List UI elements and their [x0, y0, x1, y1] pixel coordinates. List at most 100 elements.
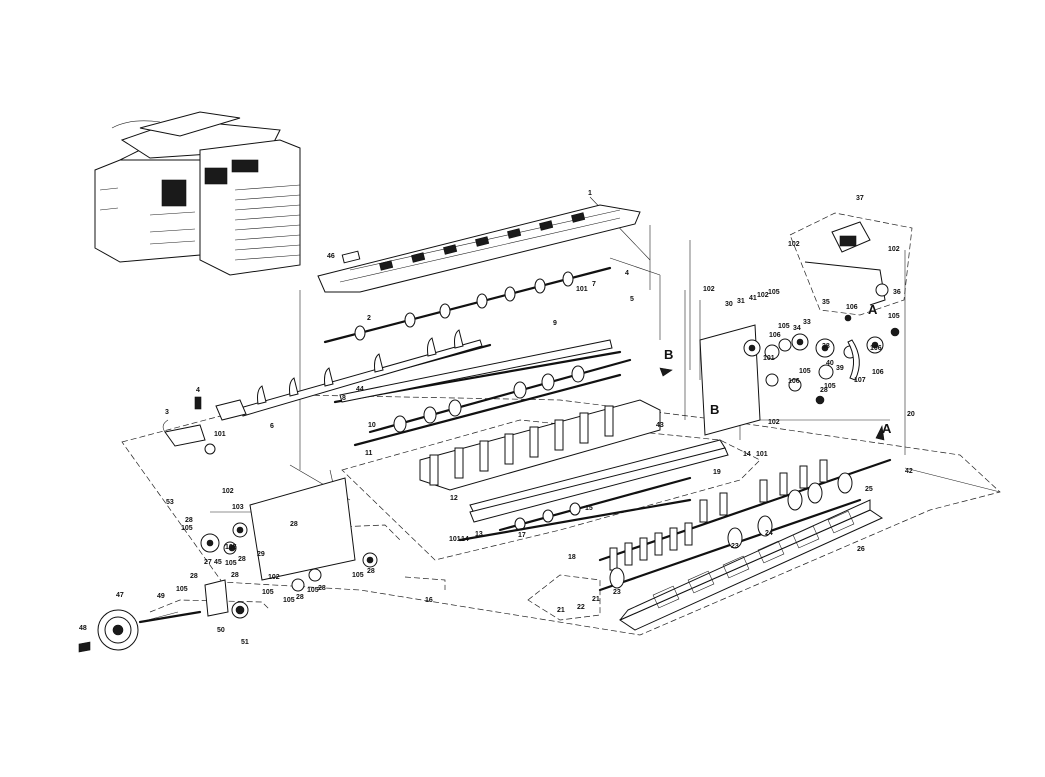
- callout-26: 26: [857, 546, 865, 553]
- callout-38: 38: [822, 343, 830, 350]
- callout-101: 101: [449, 536, 461, 543]
- motor-assembly: [804, 221, 889, 306]
- callout-102: 102: [788, 241, 800, 248]
- lower-roller-shaft: [353, 373, 622, 447]
- callout-102: 102: [768, 419, 780, 426]
- callout-1: 1: [588, 190, 592, 197]
- callout-13: 13: [475, 531, 483, 538]
- callout-50: 50: [217, 627, 225, 634]
- callout-105: 105: [778, 323, 790, 330]
- callout-29: 29: [257, 551, 265, 558]
- callout-105: 105: [225, 544, 237, 551]
- callout-105: 105: [799, 368, 811, 375]
- callout-105: 105: [181, 525, 193, 532]
- callout-20: 20: [907, 411, 915, 418]
- lower-channel-assembly: [458, 439, 729, 542]
- callout-37: 37: [856, 195, 864, 202]
- callout-46: 46: [327, 253, 335, 260]
- callout-24: 24: [765, 530, 773, 537]
- callout-102: 102: [888, 246, 900, 253]
- section-mark-a: A: [868, 302, 878, 317]
- callout-28: 28: [367, 568, 375, 575]
- callout-49: 49: [157, 593, 165, 600]
- callout-7: 7: [592, 281, 596, 288]
- section-mark-b: B: [710, 402, 719, 417]
- callout-43: 43: [656, 422, 664, 429]
- callout-47: 47: [116, 592, 124, 599]
- callout-5: 5: [630, 296, 634, 303]
- callout-36: 36: [893, 289, 901, 296]
- callout-51: 51: [241, 639, 249, 646]
- callout-105: 105: [176, 586, 188, 593]
- callout-21: 21: [592, 596, 600, 603]
- callout-106: 106: [769, 332, 781, 339]
- callout-44: 44: [356, 386, 364, 393]
- callout-33: 33: [803, 319, 811, 326]
- callout-21: 21: [557, 607, 565, 614]
- callout-28: 28: [238, 556, 246, 563]
- callout-34: 34: [793, 325, 801, 332]
- callout-6: 6: [270, 423, 274, 430]
- callout-12: 12: [450, 495, 458, 502]
- callout-39: 39: [836, 365, 844, 372]
- upper-roller-shaft: [323, 266, 612, 344]
- middle-guide-shaft: [333, 339, 622, 404]
- hand-wheel-knob: [78, 609, 139, 653]
- callouts: 1 2 3 4 4 5 6 7 8 9 10 11 12 13 14 14 15…: [79, 190, 915, 646]
- callout-101: 101: [214, 431, 226, 438]
- middle-roller-shaft: [368, 358, 632, 434]
- callout-4: 4: [625, 270, 629, 277]
- callout-3: 3: [165, 409, 169, 416]
- callout-28: 28: [185, 517, 193, 524]
- callout-45: 45: [214, 559, 222, 566]
- callout-22: 22: [577, 604, 585, 611]
- section-marks: A A B B: [659, 302, 892, 441]
- callout-101: 101: [756, 451, 768, 458]
- callout-25: 25: [865, 486, 873, 493]
- callout-14: 14: [461, 536, 469, 543]
- callout-35: 35: [822, 299, 830, 306]
- callout-105: 105: [824, 383, 836, 390]
- callout-17: 17: [518, 532, 526, 539]
- callout-28: 28: [318, 585, 326, 592]
- callout-4: 4: [196, 387, 200, 394]
- right-drive-gear-train: [699, 314, 900, 436]
- roller-shaft-23-24: [598, 498, 862, 592]
- callout-41: 41: [749, 295, 757, 302]
- callout-28: 28: [190, 573, 198, 580]
- callout-30: 30: [725, 301, 733, 308]
- callout-107: 107: [854, 377, 866, 384]
- callout-48: 48: [79, 625, 87, 632]
- callout-15: 15: [585, 505, 593, 512]
- callout-16: 16: [425, 597, 433, 604]
- callout-101: 101: [576, 286, 588, 293]
- callout-102: 102: [703, 286, 715, 293]
- callout-28: 28: [296, 594, 304, 601]
- callout-11: 11: [365, 450, 373, 457]
- callout-105: 105: [888, 313, 900, 320]
- callout-14: 14: [743, 451, 751, 458]
- copier-machine-illustration: [94, 111, 301, 276]
- left-small-parts: [162, 396, 247, 455]
- callout-19: 19: [713, 469, 721, 476]
- callout-18: 18: [568, 554, 576, 561]
- callout-28: 28: [820, 387, 828, 394]
- callout-28: 28: [290, 521, 298, 528]
- callout-105: 105: [262, 589, 274, 596]
- callout-10: 10: [368, 422, 376, 429]
- callout-105: 105: [307, 587, 319, 594]
- left-drive-side: [138, 477, 378, 624]
- callout-106: 106: [872, 369, 884, 376]
- callout-105: 105: [283, 597, 295, 604]
- callout-102: 102: [268, 574, 280, 581]
- bottom-guide-cover: [618, 499, 884, 631]
- callout-106: 106: [846, 304, 858, 311]
- callout-2: 2: [367, 315, 371, 322]
- callout-105: 105: [352, 572, 364, 579]
- callout-31: 31: [737, 298, 745, 305]
- lower-fingers-shaft: [598, 458, 892, 562]
- callout-105: 105: [768, 289, 780, 296]
- callout-103: 103: [232, 504, 244, 511]
- callout-105: 105: [225, 560, 237, 567]
